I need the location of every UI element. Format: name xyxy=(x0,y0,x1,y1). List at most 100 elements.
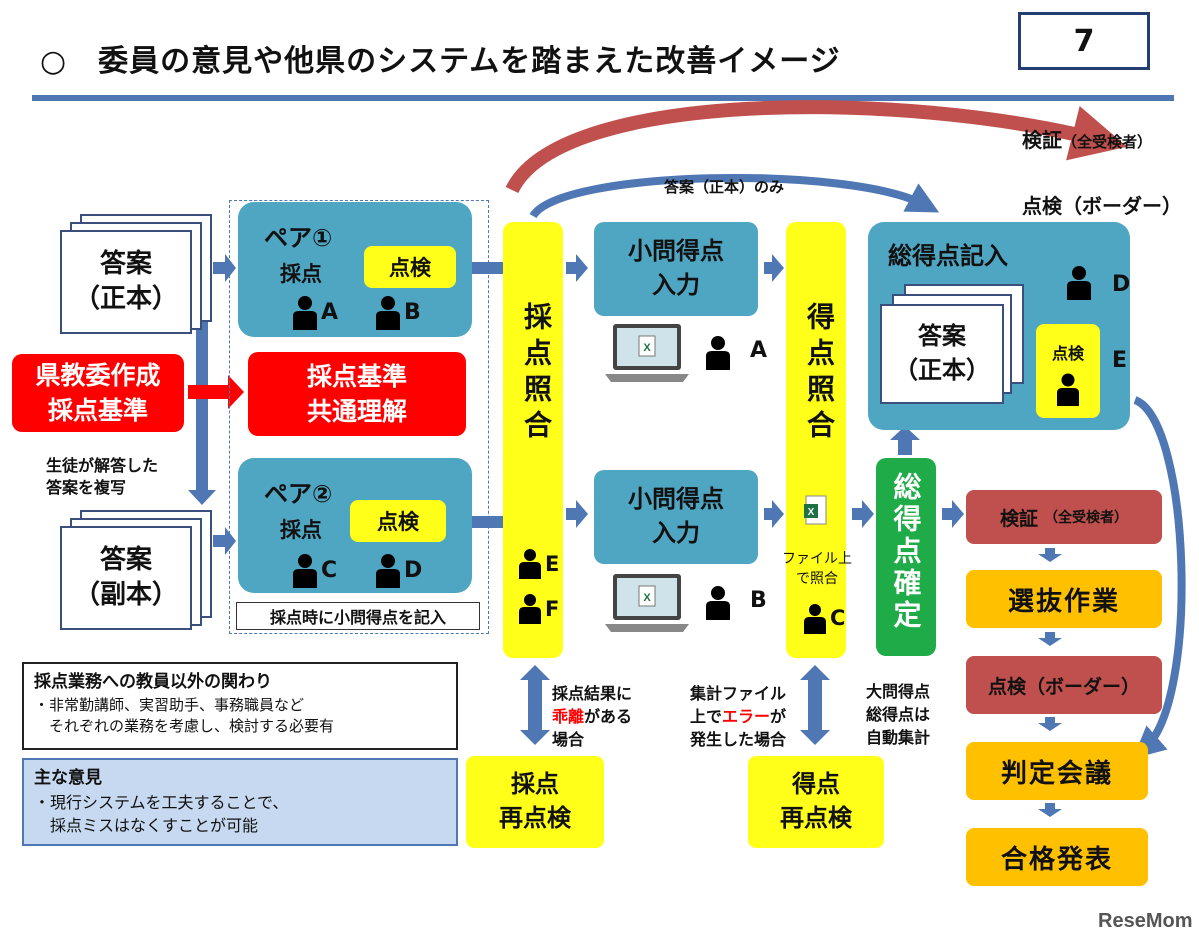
recheck2-line2: 再点検 xyxy=(780,804,852,832)
auto-note: 大問得点 総得点は 自動集計 xyxy=(866,680,930,750)
recheck2-condition: 集計ファイル 上でエラーが 発生した場合 xyxy=(690,682,786,752)
person-icon xyxy=(1067,266,1091,300)
nonteacher-title: 採点業務への教員以外の関わり xyxy=(34,672,272,692)
saiten-person-e: E xyxy=(545,552,560,576)
top-verify-label: 検証（全受検者） xyxy=(1022,124,1152,153)
saiten-shogo-bar: 採点照合 E F xyxy=(503,222,563,658)
laptop-excel-icon: X xyxy=(605,574,689,632)
total-doc-line1: 答案 xyxy=(918,322,966,351)
kenkyoi-line2: 採点基準 xyxy=(47,396,148,425)
person-icon xyxy=(706,586,730,620)
recheck2-cond-post: が xyxy=(770,707,787,727)
pair2-check: 点検 xyxy=(350,500,446,542)
opinion-line1: ・現行システムを工夫することで、 xyxy=(34,792,289,812)
person-icon xyxy=(293,554,317,588)
verify-sub: （全受検者） xyxy=(1044,510,1128,526)
dashed-note: 採点時に小問得点を記入 xyxy=(236,602,480,630)
opinion-title: 主な意見 xyxy=(34,768,102,788)
verify-text: 検証 xyxy=(999,507,1038,530)
copy-note-line1: 生徒が解答した xyxy=(46,456,159,475)
file-person-c: C xyxy=(830,606,846,630)
resemom-logo: ReseMom xyxy=(1098,910,1193,932)
recheck1-line1: 採点 xyxy=(511,770,559,799)
small-input-2-line2: 入力 xyxy=(652,519,700,547)
copy-note: 生徒が解答した 答案を複写 xyxy=(46,455,158,498)
seihon-only-label: 答案（正本）のみ xyxy=(664,178,785,196)
total-doc-line2: （正本） xyxy=(894,356,990,384)
laptop-excel-icon: X xyxy=(605,324,689,382)
pair1-grade: 採点 xyxy=(280,262,322,286)
recheck2-cond-red: エラー xyxy=(722,707,771,727)
top-verify-text: 検証 xyxy=(1022,128,1062,152)
person-icon xyxy=(1057,373,1079,406)
answers-copy-stack: 答案 （副本） xyxy=(60,510,220,630)
total-entry-box: 総得点記入 D 答案 （正本） 点検 E xyxy=(868,222,1130,430)
small-input-1-line1: 小問得点 xyxy=(628,237,724,266)
svg-text:X: X xyxy=(643,592,651,604)
header-divider xyxy=(32,95,1174,101)
person-icon xyxy=(804,604,826,634)
recheck2-cond-line1: 集計ファイル xyxy=(690,684,787,703)
small-input-box-2: 小問得点 入力 xyxy=(594,470,758,564)
verify-box: 検証 （全受検者） xyxy=(966,490,1162,544)
nonteacher-line2: それぞれの業務を考慮し、検討する必要有 xyxy=(34,717,335,736)
auto-note-line2: 総得点は xyxy=(866,705,931,725)
person-icon xyxy=(376,296,400,330)
answers-main-line2: （正本） xyxy=(73,284,178,314)
nonteacher-line1: ・非常勤講師、実習助手、事務職員など xyxy=(34,695,305,714)
top-border-label: 点検（ボーダー） xyxy=(1022,194,1182,218)
criteria-line1: 採点基準 xyxy=(306,362,407,391)
person-icon xyxy=(519,594,541,624)
person-icon xyxy=(376,554,400,588)
total-confirm-label: 総得点確定 xyxy=(889,472,923,632)
excel-file-icon: X xyxy=(804,495,827,525)
answers-copy-line2: （副本） xyxy=(73,580,178,610)
auto-note-line1: 大問得点 xyxy=(866,682,931,701)
auto-note-line3: 自動集計 xyxy=(866,728,931,748)
hantei-box: 判定会議 xyxy=(966,742,1148,800)
svg-text:X: X xyxy=(643,342,651,354)
nonteacher-box: 採点業務への教員以外の関わり ・非常勤講師、実習助手、事務職員など それぞれの業… xyxy=(22,662,458,750)
recheck1-condition: 採点結果に 乖離がある 場合 xyxy=(552,682,632,752)
recheck1-cond-rest: がある xyxy=(584,707,633,727)
recheck2-cond-pre: 上で xyxy=(690,707,723,727)
copy-note-line2: 答案を複写 xyxy=(46,477,127,497)
pair2-person-c: C xyxy=(321,558,338,583)
recheck1-box: 採点 再点検 xyxy=(466,756,604,848)
file-note-line1: ファイル上 xyxy=(782,551,852,567)
saiten-shogo-label: 採点照合 xyxy=(520,302,553,446)
file-note: ファイル上 で照合 xyxy=(774,550,860,589)
pair1-person-b: B xyxy=(404,300,421,325)
pair2-grade: 採点 xyxy=(280,518,322,542)
person-icon xyxy=(519,549,541,579)
kenkyoi-line1: 県教委作成 xyxy=(35,361,161,390)
opinion-box: 主な意見 ・現行システムを工夫することで、 採点ミスはなくすことが可能 xyxy=(22,758,458,846)
answers-copy-line1: 答案 xyxy=(99,544,152,575)
senbatsu-box: 選抜作業 xyxy=(966,570,1162,628)
kenkyoi-criteria-box: 県教委作成 採点基準 xyxy=(12,354,184,432)
input1-person-a: A xyxy=(750,338,768,363)
file-note-line2: で照合 xyxy=(796,570,838,587)
total-confirm-box: 総得点確定 xyxy=(876,458,936,656)
criteria-shared-box: 採点基準 共通理解 xyxy=(248,352,466,436)
answers-main-line1: 答案 xyxy=(99,248,152,279)
pair1-box: ペア① 採点 点検 A B xyxy=(238,202,472,337)
border-check-box: 点検（ボーダー） xyxy=(966,656,1162,714)
recheck1-cond-line3: 場合 xyxy=(552,730,585,750)
page-number: 7 xyxy=(1018,12,1150,70)
opinion-line2: 採点ミスはなくすことが可能 xyxy=(34,815,259,835)
pair1-title: ペア① xyxy=(264,224,333,252)
total-person-e: E xyxy=(1112,348,1128,373)
goukaku-box: 合格発表 xyxy=(966,828,1148,886)
pair1-check: 点検 xyxy=(364,246,456,288)
answers-main-stack: 答案 （正本） xyxy=(60,214,220,334)
tokuten-shogo-bar: 得点照合 X C xyxy=(786,222,846,658)
pair2-box: ペア② 採点 点検 C D xyxy=(238,458,472,593)
input2-person-b: B xyxy=(750,588,767,613)
recheck2-box: 得点 再点検 xyxy=(748,756,884,848)
top-verify-sub: （全受検者） xyxy=(1062,133,1153,151)
small-input-box-1: 小問得点 入力 xyxy=(594,222,758,316)
person-icon xyxy=(293,296,317,330)
svg-text:X: X xyxy=(808,507,815,518)
person-icon xyxy=(706,336,730,370)
